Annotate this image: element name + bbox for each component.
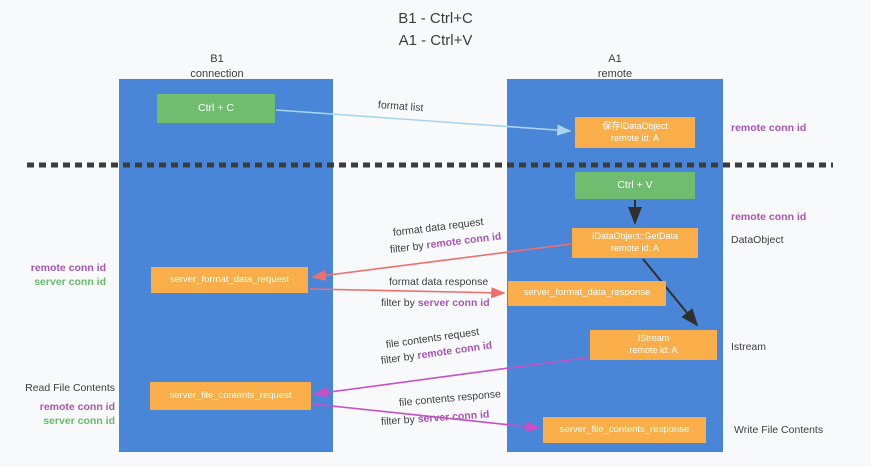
read-file-contents-label: Read File Contents [25,382,115,394]
filter-by-text: filter by [389,239,425,256]
server-format-data-request-node: server_format_data_request [151,267,308,293]
save-idataobject-node: 保存IDataObject remote id: A [575,117,695,148]
istream-node: IStream remote id: A [590,330,717,360]
server-file-contents-request-node: server_file_contents_request [150,382,311,410]
read-file-contents-group: Read File Contents remote conn id server… [12,381,115,428]
format-list-label: format list [377,99,424,115]
write-file-contents-label: Write File Contents [734,424,824,436]
file-contents-response-label: file contents response [398,388,502,409]
istream-annotation: Istream [731,341,767,353]
server-conn-id-text: server conn id [417,408,490,426]
save-idataobject-line1: 保存IDataObject [602,120,668,131]
ctrl-v-node: Ctrl + V [575,172,695,199]
istream-line1: IStream [637,333,670,344]
istream-line2: remote id: A [629,345,678,355]
format-data-response-label: format data response [389,276,489,288]
dataobject-annotation: DataObject [731,234,784,246]
save-idataobject-line2: remote id: A [610,132,660,143]
lane-header-b1: B1 connection [110,52,324,82]
idataobject-getdata-node: IDataObject::GetData remote id: A [572,228,698,258]
idataobject-getdata-line1: IDataObject::GetData [591,231,679,242]
server-file-contents-response-node: server_file_contents_response [543,417,706,443]
filter-by-text: filter by [381,297,415,309]
title-line-1: B1 - Ctrl+C [398,10,473,27]
server-conn-id-text: server conn id [417,297,490,309]
format-request-conn-ids: remote conn id server conn id [18,261,106,289]
title-line-2: A1 - Ctrl+V [398,31,473,49]
format-data-response-arrow [309,287,506,299]
lane-b1-sub: connection [190,67,244,80]
filter-by-text: filter by [380,413,416,428]
server-file-contents-request-label: server_file_contents_request [169,389,292,401]
server-format-data-request-label: server_format_data_request [169,273,290,285]
idataobject-getdata-line2: remote id: A [610,243,660,253]
filter-by-text: filter by [380,350,416,367]
lane-a1-sub: remote [597,67,633,80]
remote-conn-id-annotation-mid: remote conn id [731,211,807,223]
remote-conn-id-annotation-top: remote conn id [731,122,807,134]
lane-b1-name: B1 [210,53,224,65]
server-format-data-response-label: server_format_data_response [523,287,651,299]
ctrl-c-node: Ctrl + C [157,94,275,123]
diagram-title: B1 - Ctrl+C A1 - Ctrl+V [0,8,871,52]
server-file-contents-response-label: server_file_contents_response [559,423,690,435]
server-conn-id-label: server conn id [43,415,115,427]
server-format-data-response-node: server_format_data_response [508,281,666,306]
remote-conn-id-label: remote conn id [30,262,106,274]
ctrl-c-label: Ctrl + C [198,101,234,114]
remote-conn-id-label: remote conn id [39,401,115,413]
lane-a1-name: A1 [608,53,622,65]
lane-header-a1: A1 remote [507,52,723,82]
ctrl-v-label: Ctrl + V [617,178,653,191]
server-conn-id-label: server conn id [34,276,106,288]
